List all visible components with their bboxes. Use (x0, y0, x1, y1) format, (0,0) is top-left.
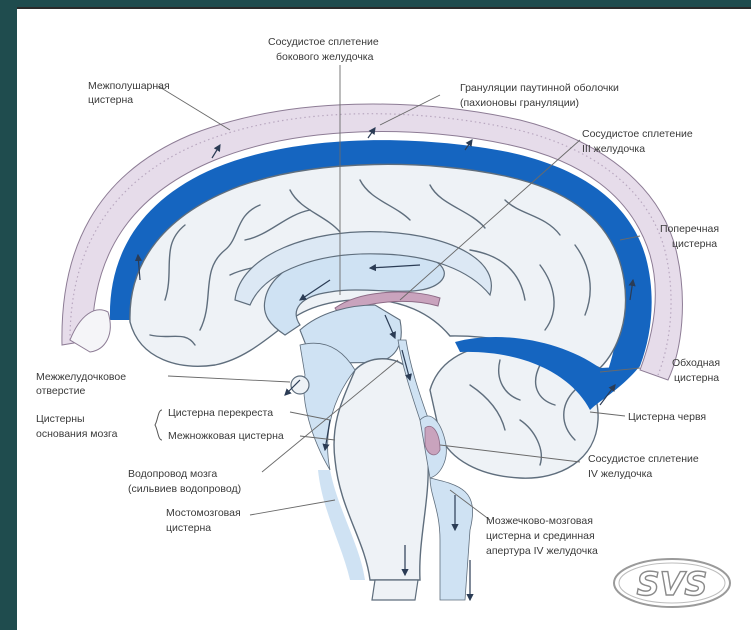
label-arachnoid-gran-1: Грануляции паутинной оболочки (460, 82, 619, 94)
label-aqueduct-2: (сильвиев водопровод) (128, 483, 241, 495)
label-basal-cisterns-1: Цистерны (36, 413, 85, 425)
watermark-text: SVS (637, 565, 708, 603)
label-chiasm: Цистерна перекреста (168, 407, 273, 419)
label-interpeduncular: Межножковая цистерна (168, 430, 284, 442)
label-transverse-2: цистерна (672, 238, 717, 250)
label-choroid-lateral-1: Сосудистое сплетение (268, 36, 379, 48)
label-interhemispheric-2: цистерна (88, 94, 133, 106)
label-vermis: Цистерна червя (628, 411, 706, 423)
interventricular-foramen (291, 376, 309, 394)
label-choroid-fourth-1: Сосудистое сплетение (588, 453, 699, 465)
label-basal-cisterns-2: основания мозга (36, 428, 118, 440)
cerebellomedullary-cistern (430, 478, 473, 600)
label-cerebellomed-3: апертура IV желудочка (486, 545, 598, 557)
label-interhemispheric-1: Межполушарная (88, 80, 170, 92)
label-pontine-1: Мостомозговая (166, 507, 241, 519)
svs-watermark-logo: SVS (614, 559, 730, 607)
label-interventricular-1: Межжелудочковое (36, 371, 126, 383)
label-arachnoid-gran-2: (пахионовы грануляции) (460, 97, 579, 109)
label-choroid-lateral-2: бокового желудочка (276, 51, 374, 63)
label-transverse-1: Поперечная (660, 223, 719, 235)
label-choroid-third-1: Сосудистое сплетение (582, 128, 693, 140)
label-cerebellomed-1: Мозжечково-мозговая (486, 515, 593, 527)
basal-cisterns-bracket (155, 410, 162, 440)
label-interventricular-2: отверстие (36, 385, 85, 397)
label-ambient-2: цистерна (674, 372, 719, 384)
label-pontine-2: цистерна (166, 522, 211, 534)
label-aqueduct-1: Водопровод мозга (128, 468, 217, 480)
label-choroid-third-2: III желудочка (582, 143, 645, 155)
spinal-cord (372, 580, 418, 600)
label-cerebellomed-2: цистерна и срединная (486, 530, 595, 542)
label-choroid-fourth-2: IV желудочка (588, 468, 652, 480)
label-ambient-1: Обходная (672, 357, 720, 369)
